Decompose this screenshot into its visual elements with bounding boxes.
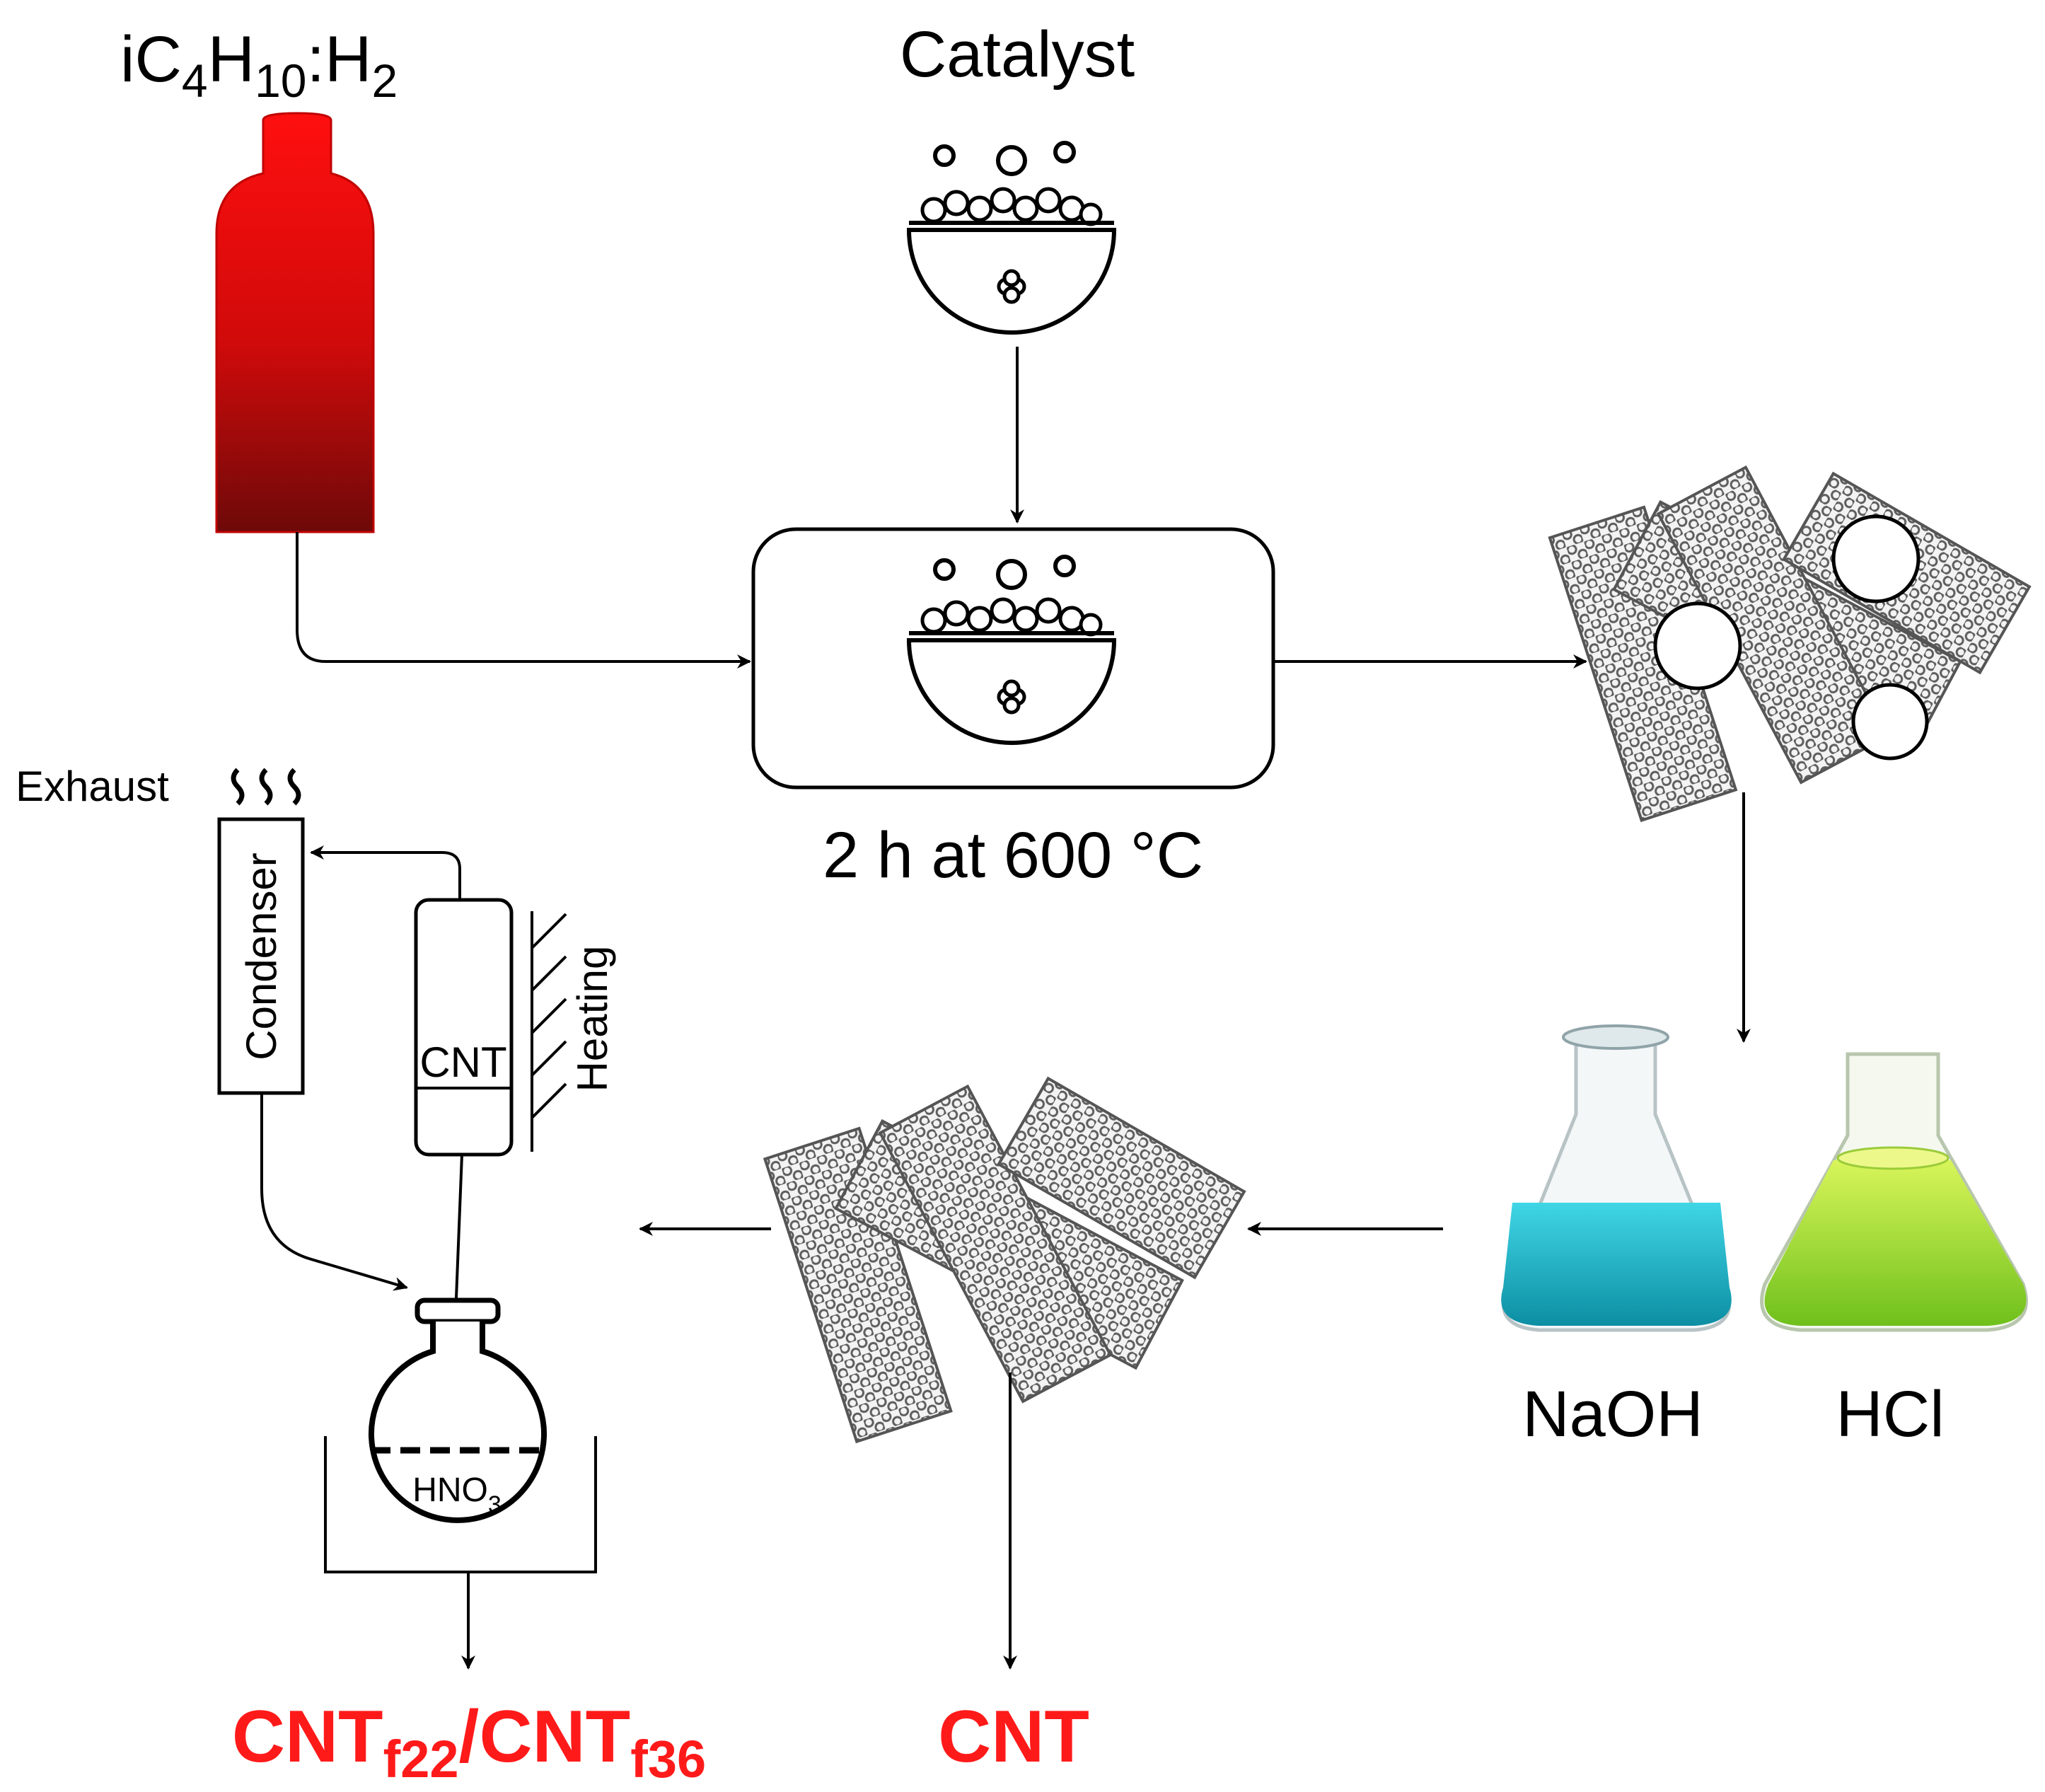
- condenser: [217, 817, 305, 1095]
- functionalized-cnt-output: CNTf22/CNTf36: [232, 1696, 706, 1788]
- cnt-column-label: CNT: [419, 1039, 506, 1086]
- catalyst-particle: [1851, 683, 1929, 761]
- reflux-setup: Exhaust Condenser CNT Heating HNO3: [16, 763, 706, 1788]
- reactor-bowl-icon: [906, 555, 1117, 745]
- reactor-condition: 2 h at 600 °C: [823, 819, 1203, 891]
- hcl-flask: HCl: [1760, 1052, 2028, 1450]
- pristine-cnt-output: CNT: [938, 1696, 1089, 1778]
- heating-label: Heating: [569, 946, 616, 1092]
- raw-nanotube-icon: [1548, 465, 2032, 823]
- acid-label: HCl: [1836, 1378, 1944, 1450]
- flask-to-column-line: [455, 1154, 463, 1299]
- acid-label: NaOH: [1522, 1378, 1703, 1450]
- flask-content-label: HNO3: [412, 1472, 502, 1518]
- heating-element-icon: [531, 911, 567, 1152]
- heating-bath: [324, 1436, 597, 1573]
- condensate-return-line: [260, 1093, 408, 1291]
- condenser-label: Condenser: [238, 852, 285, 1060]
- exhaust-label: Exhaust: [16, 763, 169, 810]
- gas-feed-line: [296, 532, 751, 669]
- catalyst-bowl-icon: [906, 141, 1117, 335]
- round-bottom-flask-icon: HNO3: [369, 1297, 547, 1523]
- raw-cnt-with-catalyst: [1548, 465, 2032, 1043]
- catalyst-label: Catalyst: [900, 18, 1135, 91]
- cylinder-body: [215, 112, 375, 533]
- catalyst-source: Catalyst: [900, 18, 1135, 524]
- feed-gas-label: iC4H10:H2: [120, 23, 398, 107]
- gas-cylinder: iC4H10:H2: [120, 23, 751, 669]
- purified-cnt: CNT: [639, 1076, 1246, 1778]
- naoh-flask: NaOH: [1501, 1024, 1732, 1450]
- vapor-to-condenser-line: [310, 845, 461, 898]
- reactor: 2 h at 600 °C: [751, 527, 1587, 891]
- catalyst-particle: [1831, 514, 1921, 603]
- purified-nanotube-icon: [763, 1076, 1246, 1444]
- catalyst-particle: [1653, 601, 1742, 690]
- exhaust-fumes-icon: [231, 768, 301, 806]
- cnt-column: [414, 898, 514, 1157]
